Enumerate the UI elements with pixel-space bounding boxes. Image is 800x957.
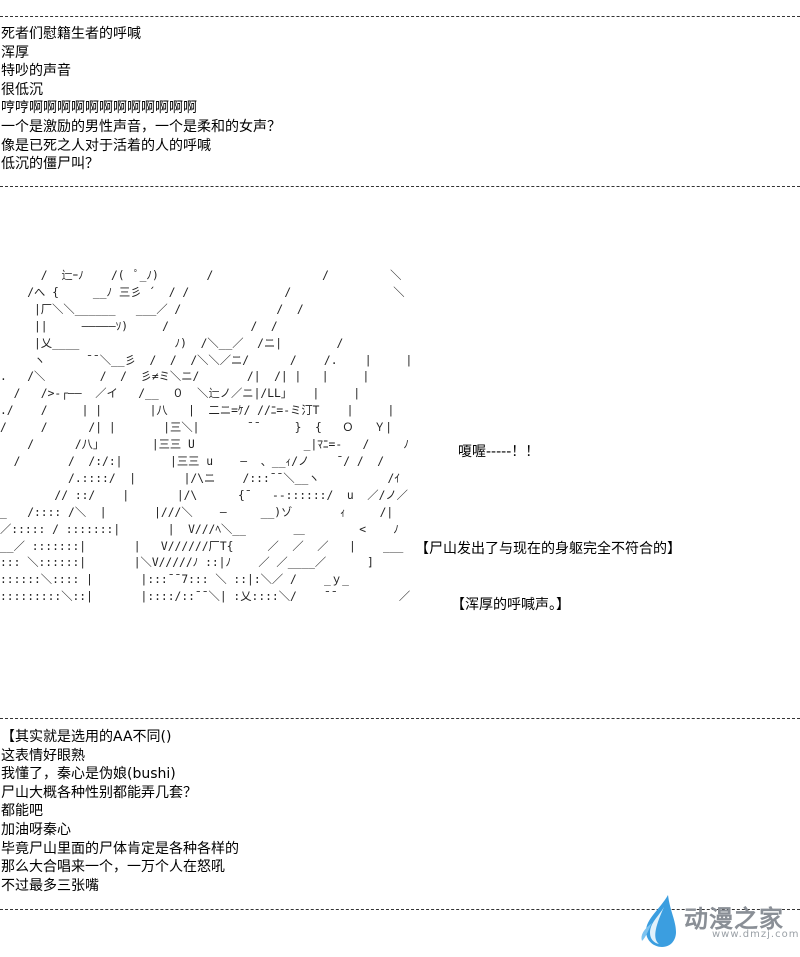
- watermark-logo: 动漫之家 www.dmzj.com: [638, 893, 798, 949]
- comment-line: 【其实就是选用的AA不同(): [1, 729, 172, 745]
- comment-line: 加油呀秦心: [1, 821, 71, 838]
- caption-line-2: 【浑厚的呼喊声。】: [451, 597, 570, 613]
- divider-bottom: [0, 909, 800, 910]
- watermark-url: www.dmzj.com: [712, 929, 800, 940]
- divider-upper: [0, 186, 800, 187]
- ascii-art: / 辷ｰﾉ /( ﾟ_ﾉ) / / ＼ /へ { __ﾉ 三彡 ´ / / / …: [0, 269, 410, 604]
- comment-line: 这表情好眼熟: [1, 747, 85, 764]
- exclamation-text: 嗄喔-----！！: [458, 444, 540, 460]
- comment-line: 浑厚: [1, 44, 29, 61]
- comment-line: 低沉的僵尸叫？: [1, 156, 99, 173]
- comment-line: 很低沉: [1, 81, 43, 98]
- comment-line: 像是已死之人对于活着的人的呼喊: [1, 137, 211, 154]
- comment-list-bottom: 【其实就是选用的AA不同() 这表情好眼熟 我懂了，秦心是伪娘(bushi) 尸…: [1, 728, 239, 895]
- divider-lower: [0, 718, 800, 719]
- water-drop-icon: [641, 895, 676, 947]
- comment-line: 哼哼啊啊啊啊啊啊啊啊啊啊啊啊: [1, 100, 197, 117]
- comment-line: 不过最多三张嘴: [1, 877, 99, 894]
- comment-line: 一个是激励的男性声音，一个是柔和的女声？: [1, 118, 281, 135]
- comment-line: 尸山大概各种性别都能弄几套？: [1, 784, 197, 801]
- divider-top: [0, 16, 800, 17]
- comment-line: 死者们慰籍生者的呼喊: [1, 26, 141, 42]
- caption-line-1: 【尸山发出了与现在的身躯完全不符合的】: [415, 541, 681, 557]
- comment-line: 毕竟尸山里面的尸体肯定是各种各样的: [1, 840, 239, 857]
- comment-list-top: 死者们慰籍生者的呼喊 浑厚 特吵的声音 很低沉 哼哼啊啊啊啊啊啊啊啊啊啊啊啊 一…: [1, 25, 281, 174]
- comment-line: 我懂了，秦心是伪娘(bushi): [1, 766, 176, 783]
- comment-line: 那么大合唱来一个，一万个人在怒吼: [1, 859, 225, 876]
- watermark-title: 动漫之家: [684, 905, 784, 933]
- comment-line: 都能吧: [1, 803, 43, 820]
- comment-line: 特吵的声音: [1, 63, 71, 80]
